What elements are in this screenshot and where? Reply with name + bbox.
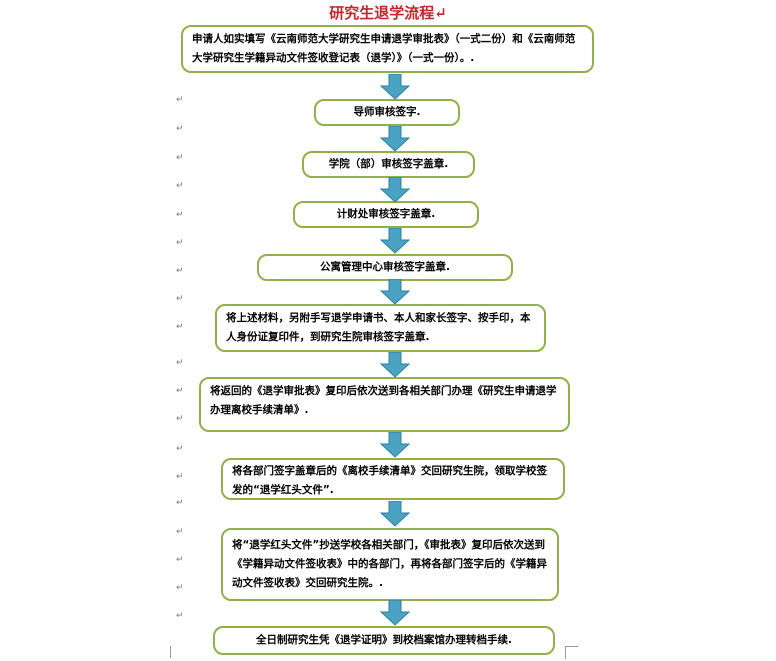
step-text-5: 公寓管理中心审核签字盖章. bbox=[320, 261, 450, 273]
paragraph-mark: ↵ bbox=[176, 414, 184, 424]
paragraph-mark: ↵ bbox=[176, 444, 184, 454]
paragraph-mark: ↵ bbox=[176, 322, 184, 332]
down-arrow-icon bbox=[380, 352, 410, 378]
step-box-5-apartment-review: 公寓管理中心审核签字盖章. bbox=[257, 254, 513, 281]
step-text-3: 学院（部）审核签字盖章. bbox=[328, 158, 449, 170]
paragraph-mark: ↵ bbox=[176, 181, 184, 191]
paragraph-mark: ↵ bbox=[176, 153, 184, 163]
step-text-9: 将“退学红头文件”抄送学校各相关部门，《审批表》复印后依次送到《学籍异动文件签收… bbox=[232, 539, 547, 589]
step-text-4: 计财处审核签字盖章. bbox=[336, 208, 436, 220]
paragraph-mark: ↵ bbox=[176, 611, 184, 621]
down-arrow-icon bbox=[380, 228, 410, 254]
paragraph-mark: ↵ bbox=[176, 386, 184, 396]
step-text-6: 将上述材料，另附手写退学申请书、本人和家长签字、按手印，本人身份证复印件，到研究… bbox=[226, 312, 531, 343]
step-box-10-transfer-archive: 全日制研究生凭《退学证明》到校档案馆办理转档手续. bbox=[213, 626, 555, 655]
paragraph-mark: ↵ bbox=[176, 358, 184, 368]
down-arrow-icon bbox=[380, 501, 410, 527]
down-arrow-icon bbox=[380, 600, 410, 626]
paragraph-mark: ↵ bbox=[176, 472, 184, 482]
paragraph-mark: ↵ bbox=[176, 294, 184, 304]
down-arrow-icon bbox=[380, 126, 410, 152]
step-box-7-departure-checklist: 将返回的《退学审批表》复印后依次送到各相关部门办理《研究生申请退学办理离校手续清… bbox=[199, 377, 570, 432]
paragraph-mark: ↵ bbox=[176, 555, 184, 565]
paragraph-mark: ↵ bbox=[176, 527, 184, 537]
down-arrow-icon bbox=[380, 74, 410, 100]
step-box-3-college-review: 学院（部）审核签字盖章. bbox=[302, 151, 475, 178]
step-box-4-finance-review: 计财处审核签字盖章. bbox=[293, 201, 479, 228]
down-arrow-icon bbox=[380, 279, 410, 305]
page-corner-mark bbox=[170, 646, 183, 658]
step-text-1: 申请人如实填写《云南师范大学研究生申请退学审批表》（一式二份）和《云南师范大学研… bbox=[192, 33, 576, 64]
step-box-6-graduate-school-review: 将上述材料，另附手写退学申请书、本人和家长签字、按手印，本人身份证复印件，到研究… bbox=[215, 304, 546, 352]
page-title: 研究生退学流程↵ bbox=[329, 4, 447, 22]
paragraph-mark: ↵ bbox=[176, 95, 184, 105]
paragraph-mark: ↵ bbox=[176, 583, 184, 593]
step-box-1-application-forms: 申请人如实填写《云南师范大学研究生申请退学审批表》（一式二份）和《云南师范大学研… bbox=[181, 25, 594, 73]
step-box-9-distribute-document: 将“退学红头文件”抄送学校各相关部门，《审批表》复印后依次送到《学籍异动文件签收… bbox=[221, 528, 559, 601]
down-arrow-icon bbox=[380, 432, 410, 458]
step-text-10: 全日制研究生凭《退学证明》到校档案馆办理转档手续. bbox=[256, 634, 512, 646]
step-text-8: 将各部门签字盖章后的《离校手续清单》交回研究生院，领取学校签发的“退学红头文件”… bbox=[232, 465, 547, 496]
paragraph-mark: ↵ bbox=[176, 210, 184, 220]
down-arrow-icon bbox=[380, 177, 410, 203]
paragraph-mark: ↵ bbox=[176, 124, 184, 134]
page-corner-mark bbox=[565, 646, 578, 659]
paragraph-mark: ↵ bbox=[176, 266, 184, 276]
step-box-2-supervisor-review: 导师审核签字. bbox=[314, 99, 460, 126]
step-text-7: 将返回的《退学审批表》复印后依次送到各相关部门办理《研究生申请退学办理离校手续清… bbox=[210, 385, 557, 416]
step-text-2: 导师审核签字. bbox=[353, 106, 421, 118]
step-box-8-return-checklist: 将各部门签字盖章后的《离校手续清单》交回研究生院，领取学校签发的“退学红头文件”… bbox=[221, 458, 565, 500]
paragraph-mark: ↵ bbox=[176, 498, 184, 508]
paragraph-mark: ↵ bbox=[176, 238, 184, 248]
